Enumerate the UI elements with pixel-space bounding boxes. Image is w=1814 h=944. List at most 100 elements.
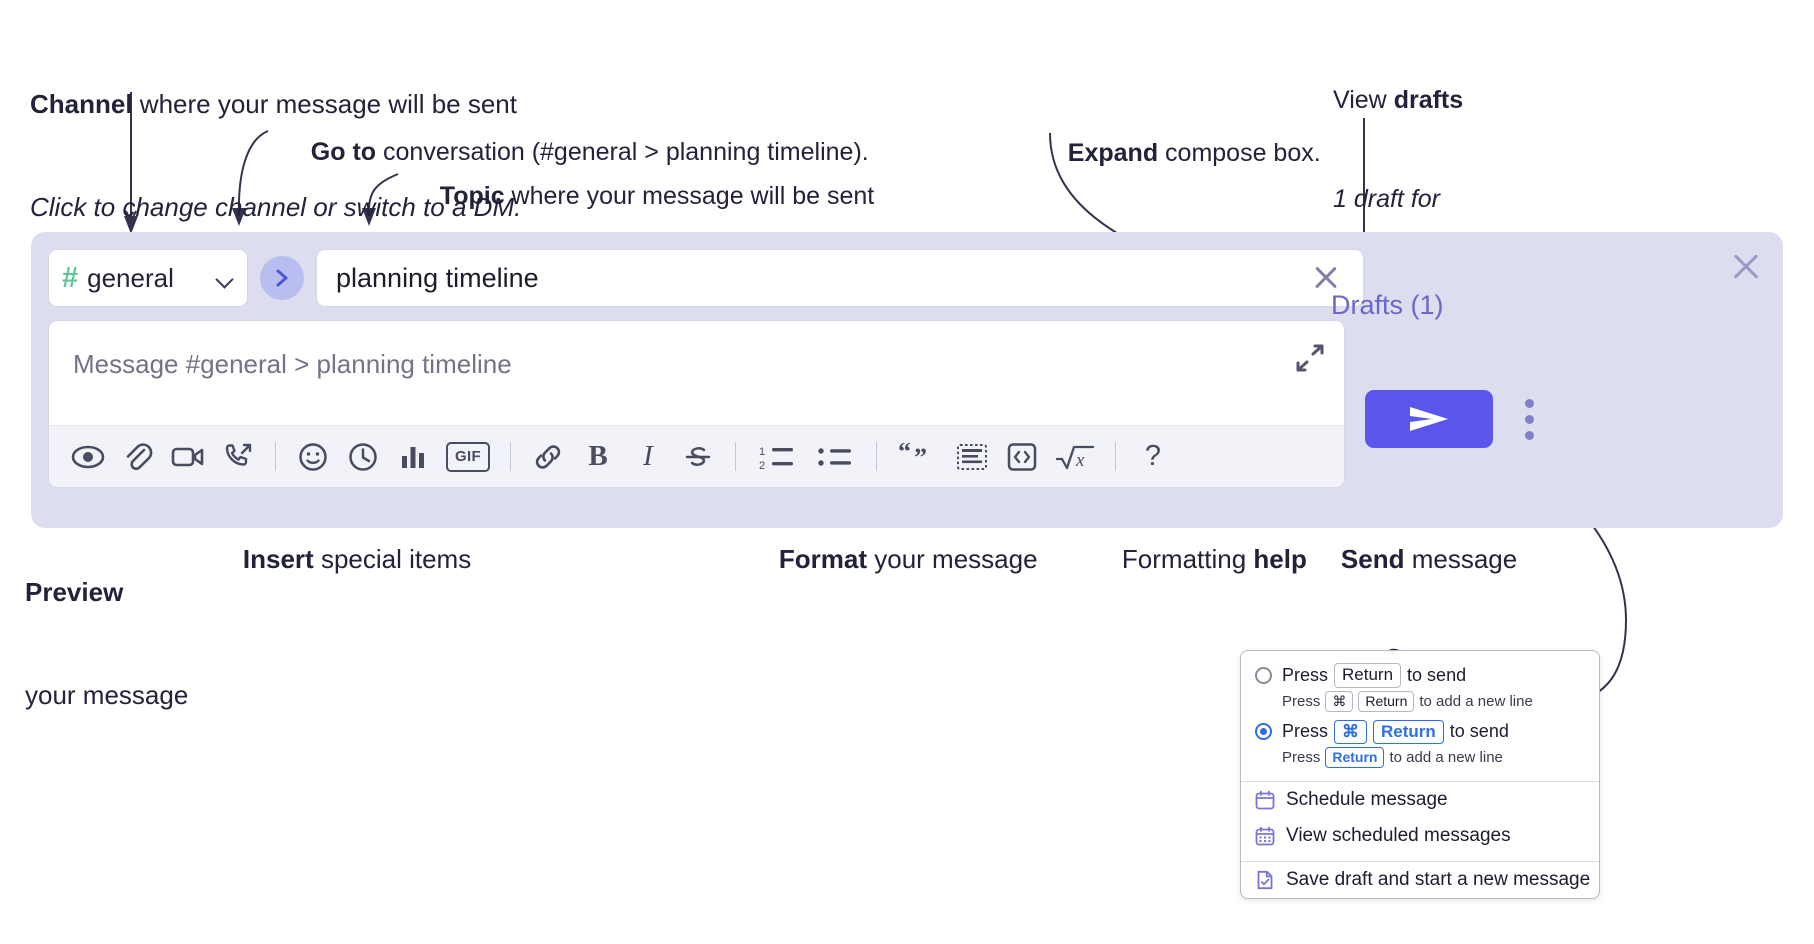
svg-text:”: ”: [914, 443, 927, 471]
svg-text:1: 1: [759, 446, 765, 458]
channel-name: general: [87, 262, 174, 293]
gif-label: GIF: [446, 441, 490, 472]
save-draft-icon: [1257, 871, 1273, 890]
svg-text:x: x: [1075, 450, 1085, 471]
calendar-icon: [1255, 790, 1275, 810]
toolbar-divider: [510, 442, 511, 471]
chevron-right-icon: [276, 269, 288, 287]
option1-pre: Press: [1282, 664, 1329, 685]
option2-key-cmd: ⌘: [1334, 719, 1368, 745]
bulleted-list-icon[interactable]: [806, 434, 864, 480]
annotation-preview-line2: your message: [25, 679, 189, 710]
drafts-link[interactable]: Drafts (1): [1331, 290, 1444, 320]
kebab-dot: [1524, 414, 1534, 424]
annotation-topic: Topic where your message will be sent: [412, 149, 874, 244]
annotation-goto: Go to conversation (#general > planning …: [283, 105, 869, 200]
annotation-send-rest: message: [1404, 543, 1518, 574]
send-message-button[interactable]: [1365, 390, 1493, 448]
strikethrough-icon[interactable]: [673, 434, 723, 480]
kebab-dot: [1524, 430, 1534, 440]
radio-cmd-return-to-send[interactable]: [1255, 723, 1272, 741]
compose-options-menu: Press Return to send Press ⌘ Return to a…: [1240, 650, 1600, 900]
clock-icon[interactable]: [338, 434, 388, 480]
compose-options-button[interactable]: [1511, 392, 1547, 446]
poll-icon[interactable]: [388, 434, 438, 480]
menu-divider: [1241, 861, 1599, 863]
help-glyph: ?: [1144, 440, 1162, 472]
message-compose-box[interactable]: Message #general > planning timeline: [48, 320, 1345, 488]
menu-option1-subtext: Press ⌘ Return to add a new line: [1241, 688, 1599, 718]
menu-divider: [1241, 781, 1599, 783]
menu-item-view-scheduled-messages[interactable]: View scheduled messages: [1241, 818, 1599, 854]
gif-icon[interactable]: GIF: [438, 434, 498, 480]
bold-icon[interactable]: B: [573, 434, 623, 480]
math-icon[interactable]: x: [1047, 434, 1103, 480]
annotation-topic-rest: where your message will be sent: [504, 181, 875, 210]
annotation-channel: Channel where your message will be sent …: [30, 22, 521, 289]
option2-sub-pre: Press: [1282, 749, 1321, 767]
toolbar-divider: [275, 442, 276, 471]
video-icon[interactable]: [163, 434, 213, 480]
annotation-expand-bold: Expand: [1067, 138, 1159, 167]
topic-input[interactable]: planning timeline: [316, 249, 1364, 307]
option2-pre: Press: [1282, 721, 1329, 742]
emoji-icon[interactable]: [288, 434, 338, 480]
menu-option-return-to-send[interactable]: Press Return to send: [1241, 661, 1599, 688]
annotation-send: Send message: [1312, 510, 1517, 608]
annotation-expand: Expand compose box.: [1040, 106, 1321, 201]
expand-icon: [1296, 344, 1324, 371]
compose-header-row: # general planning timeline: [48, 249, 1364, 307]
svg-text:“: “: [898, 443, 911, 466]
annotation-formatting-help-bold: help: [1253, 543, 1307, 574]
annotation-formatting-help-normal: Formatting: [1121, 543, 1254, 574]
paper-plane-icon: [1410, 407, 1448, 431]
option1-key-return: Return: [1334, 663, 1402, 688]
annotation-expand-rest: compose box.: [1158, 138, 1321, 167]
annotation-goto-rest: conversation (#general > planning timeli…: [376, 137, 869, 166]
toolbar-divider: [876, 442, 877, 471]
blockquote-icon[interactable]: “”: [889, 434, 947, 480]
go-to-conversation-button[interactable]: [260, 256, 304, 300]
option1-sub-key-return: Return: [1358, 690, 1415, 712]
annotation-channel-rest: where your message will be sent: [132, 88, 517, 119]
close-compose-button[interactable]: [1727, 248, 1765, 286]
option1-sub-key-cmd: ⌘: [1325, 690, 1354, 712]
menu-item-save-draft[interactable]: Save draft and start a new message: [1241, 862, 1599, 898]
topic-value: planning timeline: [336, 262, 539, 293]
chevron-down-icon: [217, 273, 234, 283]
menu-item-schedule-message[interactable]: Schedule message: [1241, 782, 1599, 818]
svg-text:2: 2: [759, 460, 765, 471]
help-icon[interactable]: ?: [1128, 434, 1178, 480]
radio-return-to-send[interactable]: [1255, 666, 1272, 684]
code-icon[interactable]: [997, 434, 1047, 480]
option1-post: to send: [1407, 664, 1467, 685]
toolbar-divider: [1115, 442, 1116, 471]
annotation-send-bold: Send: [1340, 543, 1405, 574]
huddle-icon[interactable]: [213, 434, 263, 480]
attachment-icon[interactable]: [113, 434, 163, 480]
italic-glyph: I: [643, 440, 653, 472]
annotation-channel-italic: Click to change channel or switch to a D…: [30, 191, 522, 222]
menu-option-cmd-return-to-send[interactable]: Press ⌘ Return to send: [1241, 718, 1599, 745]
expand-compose-button[interactable]: [1290, 339, 1330, 379]
code-block-icon[interactable]: [947, 434, 997, 480]
preview-icon[interactable]: [63, 434, 113, 480]
compose-panel: # general planning timeline Message #gen…: [31, 232, 1783, 528]
channel-selector[interactable]: # general: [48, 249, 248, 307]
annotation-format-rest: your message: [867, 543, 1038, 574]
menu-item-label: View scheduled messages: [1286, 825, 1511, 847]
annotation-preview: Preview your message: [25, 510, 188, 777]
menu-item-label: Schedule message: [1286, 789, 1448, 811]
option1-sub-pre: Press: [1282, 692, 1321, 710]
annotation-topic-bold: Topic: [439, 181, 505, 210]
link-icon[interactable]: [523, 434, 573, 480]
annotation-preview-bold: Preview: [25, 576, 124, 607]
annotation-drafts-bold: drafts: [1393, 86, 1464, 114]
calendar-list-icon: [1255, 826, 1275, 846]
hash-icon: #: [62, 261, 79, 294]
italic-icon[interactable]: I: [623, 434, 673, 480]
toolbar-divider: [735, 442, 736, 471]
